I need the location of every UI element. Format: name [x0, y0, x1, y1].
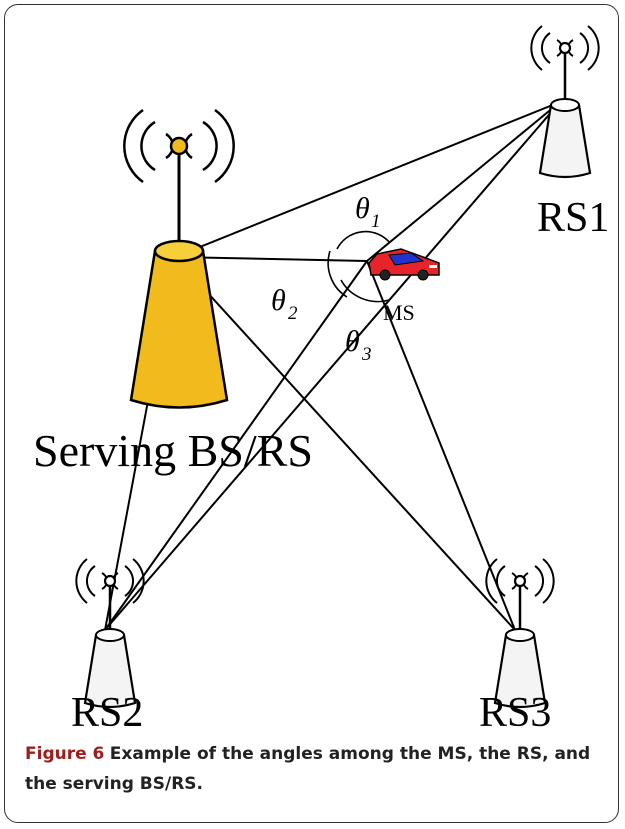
arc-theta1: [336, 230, 391, 250]
network-angle-diagram: RS1 Serving BS/RS RS2 RS3 MS θ 1 θ 2 θ 3: [33, 25, 609, 735]
link-ms-rs1: [366, 101, 561, 262]
link-rs1-rs2: [104, 101, 561, 631]
caption-label: Figure 6: [25, 744, 105, 764]
figure-frame: RS1 Serving BS/RS RS2 RS3 MS θ 1 θ 2 θ 3…: [4, 4, 619, 823]
ms-car-icon: [368, 248, 440, 281]
serving-bs-label: Serving BS/RS: [33, 425, 313, 476]
rs3-tower: [485, 558, 555, 709]
ms-label: MS: [383, 300, 415, 325]
link-ms-rs3: [366, 260, 516, 631]
link-bs-rs3: [174, 256, 516, 631]
theta3-label: θ 3: [345, 325, 372, 365]
arc-theta3: [340, 279, 390, 303]
angle-arcs: [327, 230, 391, 303]
serving-bs-tower: [123, 108, 235, 409]
link-bs-ms: [174, 256, 368, 262]
svg-text:θ: θ: [345, 325, 360, 358]
caption-text: Example of the angles among the MS, the …: [25, 744, 591, 794]
svg-text:1: 1: [371, 211, 381, 232]
rs2-label: RS2: [71, 690, 143, 735]
theta2-label: θ 2: [271, 284, 298, 324]
svg-text:2: 2: [288, 303, 298, 324]
rs1-label: RS1: [537, 195, 609, 241]
signal-waves-icon: [75, 558, 145, 604]
svg-text:θ: θ: [271, 284, 286, 317]
rs3-label: RS3: [479, 690, 551, 735]
signal-waves-icon: [530, 25, 600, 71]
rs1-tower: [530, 25, 600, 179]
svg-text:θ: θ: [355, 192, 370, 225]
figure-caption: Figure 6 Example of the angles among the…: [25, 739, 610, 799]
rs2-tower: [75, 558, 145, 709]
link-bs-rs1: [174, 101, 561, 258]
theta1-label: θ 1: [355, 192, 381, 232]
link-ms-rs2: [104, 260, 368, 631]
svg-text:3: 3: [361, 344, 372, 365]
arc-theta2: [327, 250, 348, 298]
